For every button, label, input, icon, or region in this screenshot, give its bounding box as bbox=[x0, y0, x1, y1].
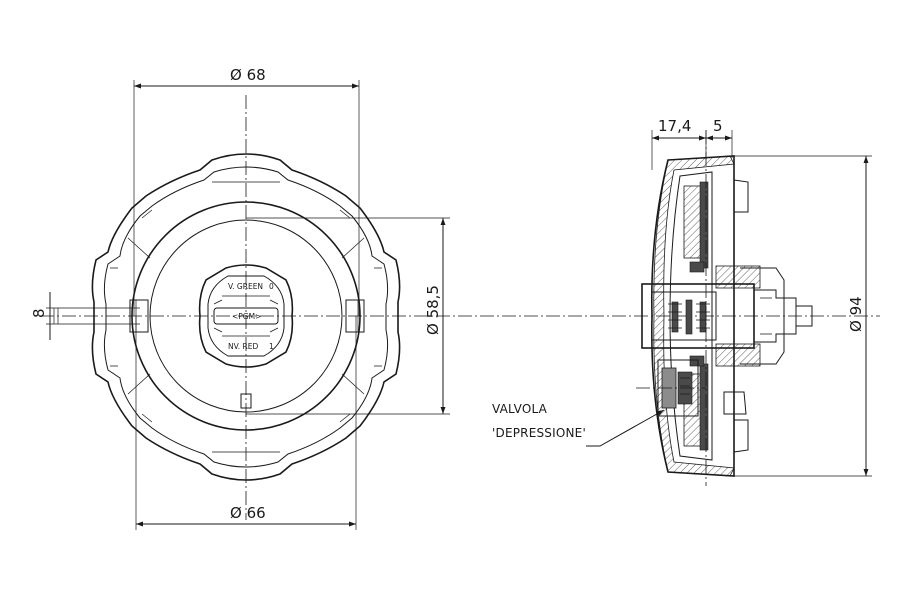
valve-springs bbox=[668, 299, 710, 335]
front-view: V. GREEN 0 <PGM> NV. RED 1 Ø 68 Ø 66 Ø 5… bbox=[30, 66, 880, 530]
right-lug bbox=[345, 299, 365, 333]
right-boss bbox=[733, 179, 749, 453]
cap-face-disk bbox=[131, 201, 361, 431]
dim-inner-label: Ø 58,5 bbox=[424, 285, 442, 335]
bolt-bottom bbox=[689, 355, 705, 367]
cap-outer-outline bbox=[91, 153, 401, 481]
valve-body-wall-top bbox=[715, 265, 761, 289]
valve-center-slot bbox=[213, 307, 279, 325]
valve-collar bbox=[740, 267, 785, 365]
annotation-leader bbox=[586, 409, 665, 447]
gasket-upper bbox=[699, 181, 709, 269]
marking-red-value: 1 bbox=[269, 342, 274, 351]
inner-insert bbox=[669, 171, 713, 461]
annotation-line2: 'DEPRESSIONE' bbox=[492, 426, 586, 440]
left-lug bbox=[129, 299, 149, 333]
valve-chamber bbox=[651, 291, 717, 341]
dim-lug-label: 8 bbox=[30, 308, 48, 318]
cap-face-inner-ring bbox=[149, 219, 343, 413]
marking-green-label: V. GREEN bbox=[228, 282, 263, 291]
valve-knob-inner bbox=[207, 275, 285, 357]
valve-knob-outline bbox=[198, 264, 294, 368]
cap-rim-contour bbox=[103, 166, 389, 468]
annotation-line1: VALVOLA bbox=[492, 402, 548, 416]
marking-center-label: <PGM> bbox=[232, 312, 261, 321]
marking-red-label: NV. RED bbox=[228, 342, 258, 351]
dim-side-label: Ø 94 bbox=[847, 296, 865, 332]
bottom-tab bbox=[240, 393, 252, 409]
side-section-view: 17,4 5 Ø 94 VALVOLA 'DEPRESSIONE' bbox=[492, 117, 872, 486]
dim-depth-small-label: 5 bbox=[713, 117, 723, 135]
lower-foot bbox=[723, 391, 747, 415]
dim-top-label: Ø 68 bbox=[230, 66, 266, 84]
marking-green-value: 0 bbox=[269, 282, 274, 291]
gasket-lower bbox=[699, 363, 709, 451]
shell-section bbox=[653, 155, 735, 477]
dim-bottom-label: Ø 66 bbox=[230, 504, 266, 522]
grip-segments bbox=[110, 181, 382, 453]
dim-depth-label: 17,4 bbox=[658, 117, 691, 135]
valve-spigot bbox=[753, 289, 797, 343]
valve-body-wall-bottom bbox=[715, 343, 761, 367]
bolt-top bbox=[689, 261, 705, 273]
